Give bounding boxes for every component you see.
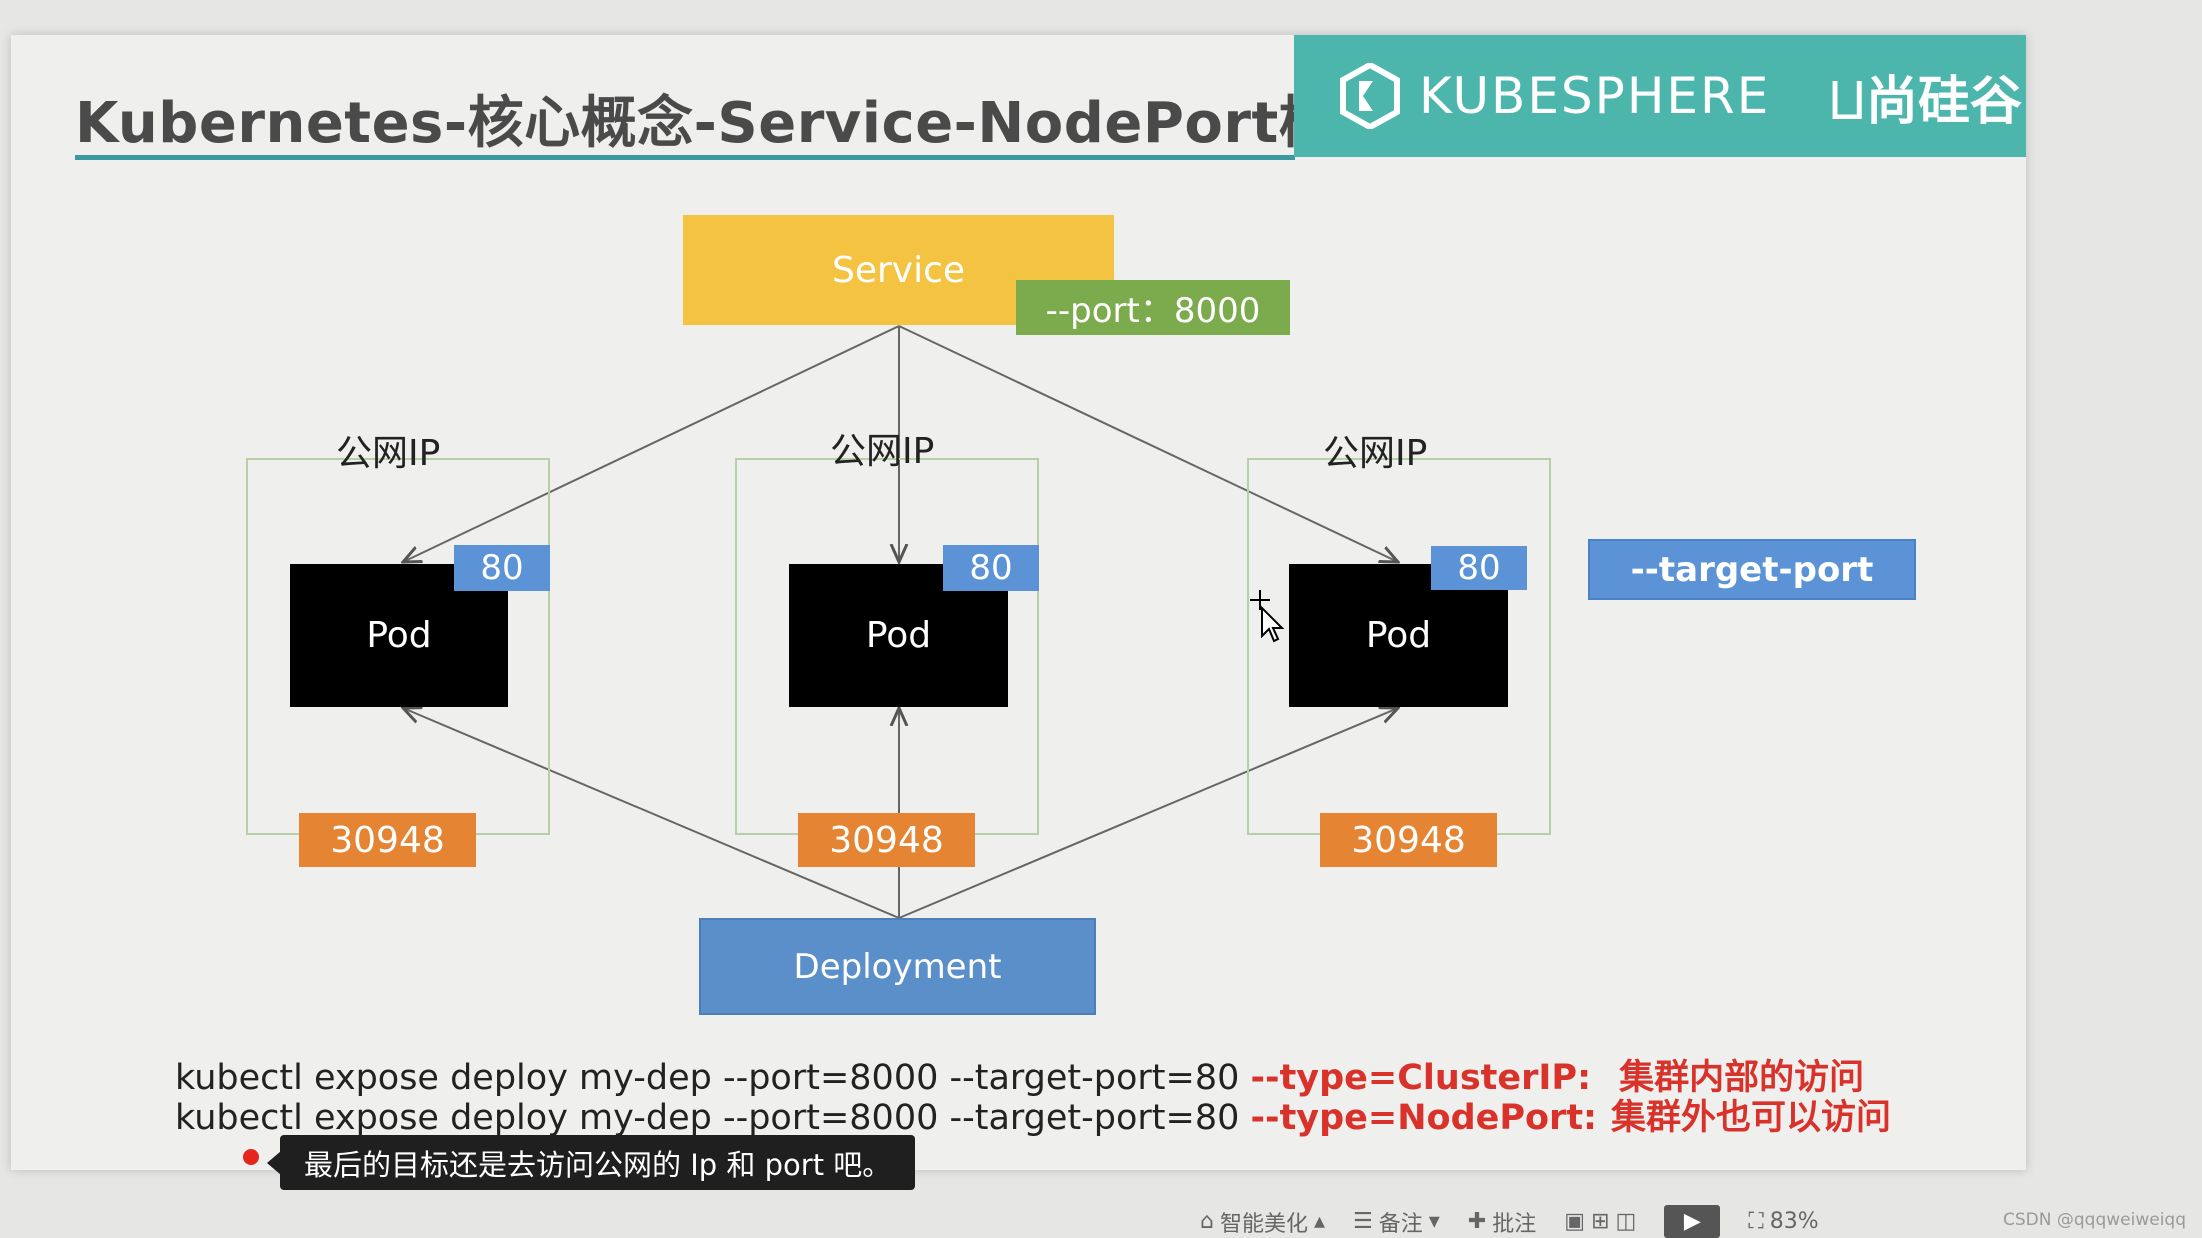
beautify-button[interactable]: ⌂ 智能美化 ▴ [1200, 1206, 1325, 1238]
container-port-1: 80 [454, 545, 550, 591]
zoom-control[interactable]: ⛶ 83% [1748, 1209, 1818, 1234]
fit-icon: ⛶ [1748, 1209, 1764, 1234]
node-port-1: 30948 [299, 813, 476, 867]
subtitle-pointer [267, 1151, 281, 1175]
notes-label: 备注 [1378, 1211, 1423, 1237]
play-icon: ▶ [1683, 1209, 1701, 1234]
beautify-icon: ⌂ [1200, 1209, 1214, 1234]
command-line-1: kubectl expose deploy my-dep --port=8000… [175, 1049, 1864, 1100]
type-note-1: 集群内部的访问 [1619, 1058, 1865, 1098]
notes-button[interactable]: ☰ 备注 ▾ [1353, 1206, 1440, 1238]
public-ip-label-1: 公网IP [336, 433, 441, 474]
partner-wordmark: 尚硅谷 [1865, 71, 2022, 132]
command-line-2: kubectl expose deploy my-dep --port=8000… [175, 1089, 1891, 1140]
chevron-up-icon: ▴ [1313, 1209, 1326, 1234]
kubesphere-logo-icon [1340, 63, 1400, 129]
target-port-label: --target-port [1588, 539, 1916, 600]
grid-view-icon[interactable]: ⊞ [1591, 1209, 1610, 1234]
reading-view-icon[interactable]: ◫ [1615, 1209, 1637, 1234]
beautify-label: 智能美化 [1219, 1211, 1308, 1237]
brand-bar: KUBESPHERE ⨿尚硅谷 [1294, 35, 2026, 157]
command-text-1: kubectl expose deploy my-dep --port=8000… [175, 1058, 1251, 1098]
command-text-2: kubectl expose deploy my-dep --port=8000… [175, 1098, 1251, 1138]
kubesphere-wordmark: KUBESPHERE [1419, 67, 1771, 125]
zoom-level: 83% [1769, 1209, 1819, 1234]
chevron-down-icon: ▾ [1428, 1209, 1440, 1234]
container-port-2: 80 [943, 545, 1039, 591]
slide-title: Kubernetes-核心概念-Service-NodePort模式 [75, 91, 1392, 156]
pod-2: Pod [789, 564, 1008, 707]
move-cursor-icon [1250, 590, 1285, 643]
view-buttons: ▣ ⊞ ◫ [1564, 1209, 1636, 1234]
type-note-2: 集群外也可以访问 [1611, 1098, 1892, 1138]
annotate-button[interactable]: ✚ 批注 [1468, 1206, 1536, 1238]
pod-1: Pod [290, 564, 508, 707]
title-underline [75, 155, 1295, 160]
type-flag-2: --type=NodePort: [1250, 1098, 1598, 1138]
annotate-label: 批注 [1492, 1211, 1537, 1237]
partner-logo: ⨿尚硅谷 [1828, 71, 2022, 132]
public-ip-label-3: 公网IP [1323, 433, 1428, 474]
subtitle-caption: 最后的目标还是去访问公网的 Ip 和 port 吧。 [280, 1135, 916, 1190]
play-button[interactable]: ▶ [1664, 1205, 1721, 1238]
watermark: CSDN @qqqweiweiqq [2003, 1210, 2186, 1230]
node-port-3: 30948 [1320, 813, 1497, 867]
container-port-3: 80 [1431, 546, 1527, 590]
normal-view-icon[interactable]: ▣ [1564, 1209, 1586, 1234]
node-port-2: 30948 [798, 813, 975, 867]
port-badge: --port：8000 [1016, 280, 1290, 335]
notes-icon: ☰ [1353, 1209, 1373, 1234]
deployment-node: Deployment [699, 918, 1096, 1015]
annotate-icon: ✚ [1467, 1209, 1487, 1234]
public-ip-label-2: 公网IP [830, 431, 935, 472]
presentation-toolbar: ⌂ 智能美化 ▴ ☰ 备注 ▾ ✚ 批注 ▣ ⊞ ◫ ▶ ⛶ 83% [1200, 1205, 1819, 1238]
type-flag-1: --type=ClusterIP: [1250, 1058, 1592, 1098]
recording-dot [243, 1149, 259, 1165]
